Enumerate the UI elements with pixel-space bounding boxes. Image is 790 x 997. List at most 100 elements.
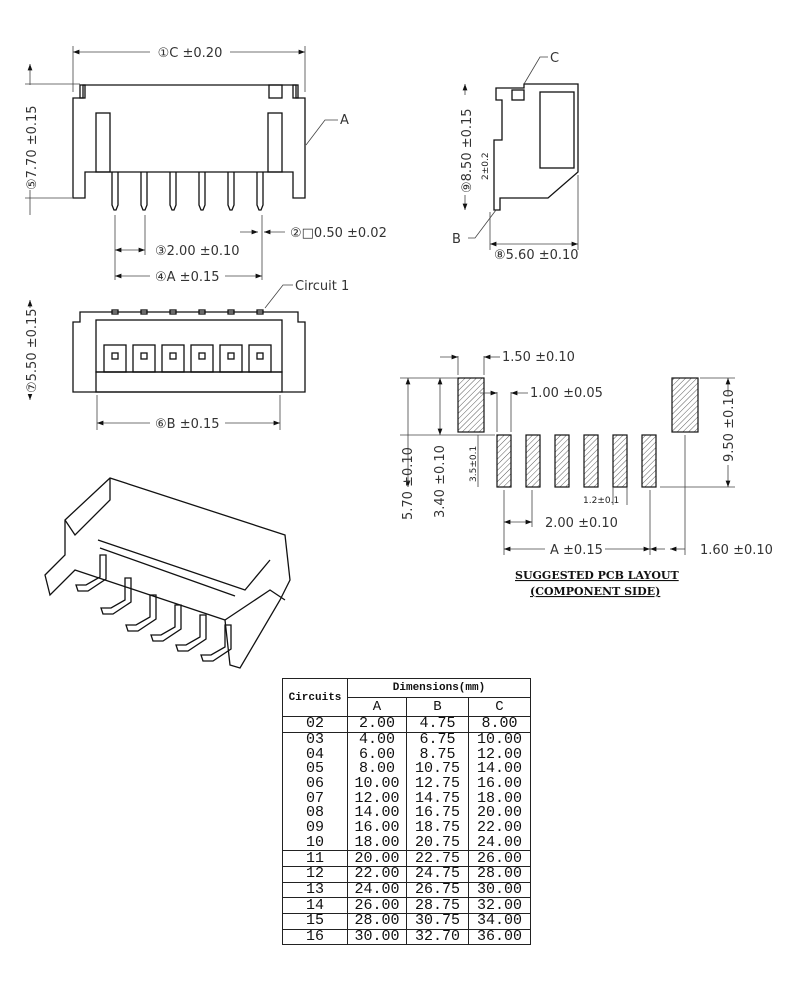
dim-b-cell: 8.75 (406, 747, 469, 763)
dim-a-cell: 8.00 (347, 762, 407, 777)
dim-b-cell: 22.75 (406, 850, 469, 867)
pcb-dim-160: 1.60 ±0.10 (700, 543, 773, 558)
dim-c-cell: 22.00 (468, 820, 531, 836)
pcb-pad (525, 434, 541, 488)
circuits-header: Circuits (282, 678, 348, 717)
front-dim-pin: ②□0.50 ±0.02 (290, 226, 387, 241)
pin-top (256, 309, 264, 315)
pin-top (198, 309, 206, 315)
top-view: Circuit 1 ⑦5.50 ±0.15 ⑥B ±0.15 (22, 279, 349, 432)
contact-slot (227, 352, 235, 360)
contact-slot (256, 352, 264, 360)
pcb-tab-pad-right (671, 377, 699, 433)
pin-top (111, 309, 119, 315)
pin (256, 172, 264, 211)
contact-slot (140, 352, 148, 360)
dimensions-header: Dimensions(mm) (347, 678, 531, 698)
dim-a-cell: 30.00 (347, 928, 407, 946)
dim-a-cell: 18.00 (347, 835, 407, 851)
dim-c-cell: 14.00 (468, 762, 531, 777)
dim-a-cell: 20.00 (347, 850, 407, 867)
dim-c-cell: 20.00 (468, 806, 531, 821)
dim-a-cell: 6.00 (347, 747, 407, 763)
dim-a-cell: 26.00 (347, 897, 407, 914)
dim-c-cell: 34.00 (468, 912, 531, 930)
pcb-dim-570: 5.70 ±0.10 (401, 447, 416, 520)
dim-c-cell: 26.00 (468, 850, 531, 867)
circuits-cell: 06 (282, 776, 348, 792)
side-label-b: B (452, 232, 461, 247)
dim-c-cell: 18.00 (468, 791, 531, 807)
dim-a-cell: 16.00 (347, 820, 407, 836)
top-dim-depth: ⑦5.50 ±0.15 (25, 308, 40, 393)
contact-cavity (219, 344, 243, 373)
pcb-dim-12: 1.2±0.1 (583, 496, 619, 506)
pin (169, 172, 177, 211)
pcb-dim-340: 3.40 ±0.10 (433, 445, 448, 518)
pcb-dim-pad-width: 1.00 ±0.05 (530, 386, 603, 401)
pcb-layout-subtitle: (COMPONENT SIDE) (530, 585, 660, 598)
dim-a-cell: 2.00 (347, 716, 407, 733)
dim-a-cell: 10.00 (347, 776, 407, 792)
dim-b-cell: 10.75 (406, 762, 469, 777)
top-dim-b: ⑥B ±0.15 (155, 417, 220, 432)
circuits-cell: 03 (282, 732, 348, 748)
top-circuit-label: Circuit 1 (295, 279, 349, 294)
dim-b-cell: 14.75 (406, 791, 469, 807)
side-label-c: C (550, 51, 559, 66)
circuits-cell: 16 (282, 928, 348, 946)
pin-3d (75, 554, 107, 592)
dim-b-cell: 16.75 (406, 806, 469, 821)
pin-3d (150, 604, 182, 642)
circuits-cell: 11 (282, 850, 348, 867)
pin-3d (125, 594, 157, 632)
contact-cavity (161, 344, 185, 373)
pcb-dim-tab-width: 1.50 ±0.10 (502, 350, 575, 365)
pin (140, 172, 148, 211)
dim-c-cell: 16.00 (468, 776, 531, 792)
circuits-cell: 02 (282, 716, 348, 733)
pin-3d (100, 577, 132, 615)
dim-a-cell: 28.00 (347, 912, 407, 930)
pin-top (227, 309, 235, 315)
circuits-cell: 05 (282, 762, 348, 777)
dim-c-cell: 32.00 (468, 897, 531, 914)
front-label-a: A (340, 113, 349, 128)
contact-cavity (103, 344, 127, 373)
side-dim-height: ⑨8.50 ±0.15 (460, 108, 475, 193)
dim-a-cell: 12.00 (347, 791, 407, 807)
pcb-layout-title: SUGGESTED PCB LAYOUT (515, 569, 679, 582)
dim-b-cell: 32.70 (406, 928, 469, 946)
dim-c-cell: 12.00 (468, 747, 531, 763)
front-view: ①C ±0.20 ⑤7.70 ±0.15 A ②□0.50 ±0.02 ③2.0… (22, 44, 387, 285)
pin-3d (200, 624, 232, 662)
dim-b-cell: 18.75 (406, 820, 469, 836)
dim-b-cell: 26.75 (406, 881, 469, 899)
dim-b-cell: 4.75 (406, 716, 469, 733)
pin (111, 172, 119, 211)
contact-cavity (132, 344, 156, 373)
dim-b-cell: 28.75 (406, 897, 469, 914)
pcb-dim-pitch: 2.00 ±0.10 (545, 516, 618, 531)
dim-c-cell: 10.00 (468, 732, 531, 748)
front-dim-c: ①C ±0.20 (158, 46, 223, 61)
dim-a-cell: 22.00 (347, 865, 407, 883)
dim-c-cell: 8.00 (468, 716, 531, 733)
pcb-dim-950: 9.50 ±0.10 (722, 389, 737, 462)
circuits-cell: 10 (282, 835, 348, 851)
dim-b-cell: 20.75 (406, 835, 469, 851)
side-view: C ⑨8.50 ±0.15 2±0.2 B ⑧5.60 ±0.10 (452, 51, 579, 263)
front-dim-height: ⑤7.70 ±0.15 (25, 105, 40, 190)
